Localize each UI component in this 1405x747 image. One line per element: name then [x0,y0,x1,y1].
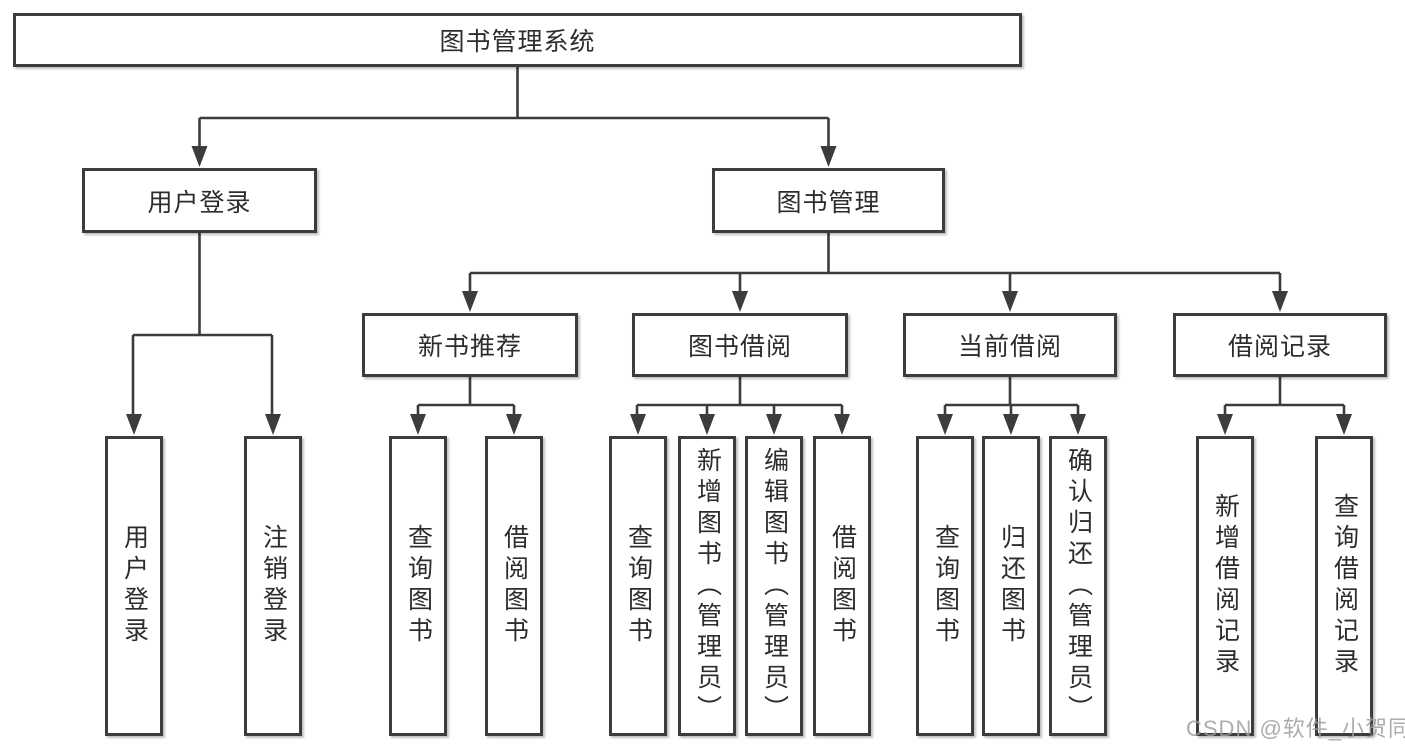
arrow-down-icon [126,414,142,435]
leaf-logout-login-label: 注销登录 [259,524,288,648]
arrow-down-icon [462,291,478,312]
node-book-management: 图书管理 [712,168,945,233]
node-current-borrow-label: 当前借阅 [957,333,1062,361]
leaf-query-books-borrow: 查询图书 [609,436,667,736]
leaf-user-login-label: 用户登录 [120,524,149,648]
arrow-down-icon [766,414,782,435]
arrow-down-icon [834,414,850,435]
leaf-add-books-admin-label: 新增图书（管理员） [693,446,722,726]
arrow-down-icon [732,291,748,312]
leaf-borrow-books-recommend-label: 借阅图书 [500,524,529,648]
leaf-logout-login: 注销登录 [244,436,302,736]
node-user-login-label: 用户登录 [147,188,252,217]
leaf-borrow-books: 借阅图书 [813,436,871,736]
arrow-down-icon [820,146,837,167]
arrow-down-icon [1336,414,1352,435]
leaf-confirm-return-admin-label: 确认归还（管理员） [1064,446,1093,726]
arrow-down-icon [1070,414,1086,435]
arrow-down-icon [506,414,522,435]
node-current-borrow: 当前借阅 [903,313,1117,377]
leaf-borrow-books-label: 借阅图书 [828,524,857,648]
connector-newbook-to-leaves [416,377,516,415]
leaf-confirm-return-admin: 确认归还（管理员） [1049,436,1107,736]
node-book-borrow: 图书借阅 [632,313,848,377]
leaf-add-borrow-record: 新增借阅记录 [1196,436,1254,736]
arrow-down-icon [1272,291,1288,312]
leaf-query-books-recommend-label: 查询图书 [404,524,433,648]
connector-currentborrow-to-leaves [943,377,1080,415]
node-borrow-records-label: 借阅记录 [1227,333,1332,361]
node-user-login: 用户登录 [82,168,317,233]
leaf-query-books-borrow-label: 查询图书 [624,524,653,648]
arrow-down-icon [1002,291,1018,312]
leaf-query-borrow-record: 查询借阅记录 [1315,436,1373,736]
node-new-book-recommend: 新书推荐 [362,313,578,377]
arrow-down-icon [410,414,426,435]
arrow-down-icon [1003,414,1019,435]
connector-root-to-level2 [198,67,830,147]
node-book-management-label: 图书管理 [776,188,881,217]
connector-bookmgmt-to-level3 [468,233,1282,292]
leaf-query-borrow-record-label: 查询借阅记录 [1330,493,1359,679]
leaf-borrow-books-recommend: 借阅图书 [485,436,543,736]
leaf-user-login: 用户登录 [105,436,163,736]
node-root-system-label: 图书管理系统 [439,28,596,56]
node-borrow-records: 借阅记录 [1173,313,1387,377]
leaf-query-books-recommend: 查询图书 [389,436,447,736]
leaf-return-books-label: 归还图书 [997,524,1026,648]
arrow-down-icon [937,414,953,435]
arrow-down-icon [1217,414,1233,435]
leaf-query-books-current-label: 查询图书 [931,524,960,648]
arrow-down-icon [265,414,281,435]
connector-borrowrecord-to-leaves [1223,377,1346,415]
connector-userlogin-to-leaves [131,233,274,415]
connector-bookborrow-to-leaves [635,377,844,415]
arrow-down-icon [699,414,715,435]
leaf-add-borrow-record-label: 新增借阅记录 [1211,493,1240,679]
leaf-add-books-admin: 新增图书（管理员） [678,436,736,736]
leaf-edit-books-admin: 编辑图书（管理员） [745,436,803,736]
node-book-borrow-label: 图书借阅 [687,333,792,361]
leaf-edit-books-admin-label: 编辑图书（管理员） [760,446,789,726]
csdn-watermark: CSDN @软件_小贺同学 [1186,716,1405,741]
leaf-return-books: 归还图书 [982,436,1040,736]
node-new-book-recommend-label: 新书推荐 [417,333,522,361]
arrow-down-icon [191,146,208,167]
arrow-down-icon [630,414,646,435]
leaf-query-books-current: 查询图书 [916,436,974,736]
node-root-system: 图书管理系统 [13,13,1022,67]
